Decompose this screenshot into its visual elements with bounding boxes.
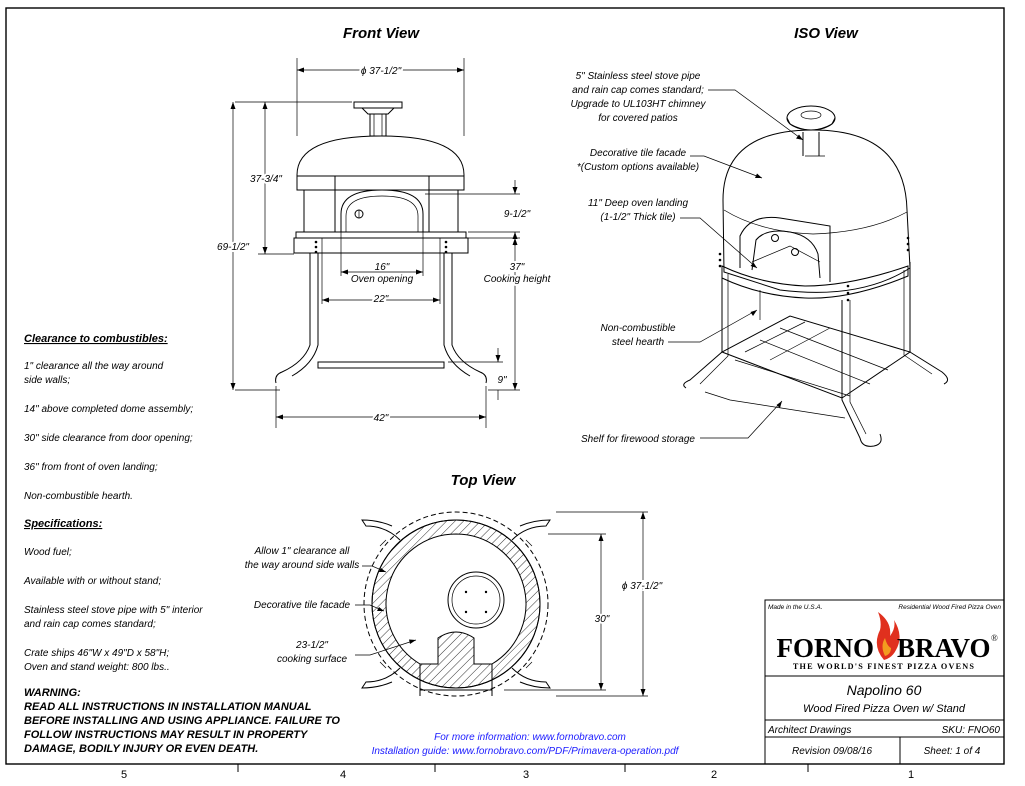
spec-item: Oven and stand weight: 800 lbs..: [24, 662, 170, 673]
warning-block: WARNING: READ ALL INSTRUCTIONS IN INSTAL…: [24, 687, 340, 755]
model-description: Wood Fired Pizza Oven w/ Stand: [803, 703, 966, 715]
front-view-drawing: [275, 101, 487, 384]
registered-mark: ®: [991, 633, 998, 643]
callout-tile-facade: *(Custom options available): [577, 162, 699, 173]
forno-bravo-logo: FORNO BRAVO ® THE WORLD'S FINEST PIZZA O…: [777, 612, 998, 671]
iso-view-callouts: 5" Stainless steel stove pipe and rain c…: [570, 71, 804, 445]
clearance-item: side walls;: [24, 375, 70, 386]
dim-top-depth: 30": [595, 614, 610, 625]
zone-label: 5: [121, 769, 127, 781]
spec-item: Crate ships 46"W x 49"D x 58"H;: [24, 648, 169, 659]
sku-label: SKU: FNO60: [942, 725, 1001, 736]
clearance-notes: Clearance to combustibles: 1" clearance …: [24, 333, 193, 502]
drawing-type: Architect Drawings: [767, 725, 851, 736]
title-block: Made in the U.S.A. Residential Wood Fire…: [764, 599, 1005, 765]
revision-label: Revision 09/08/16: [792, 746, 872, 757]
dim-total-height: 69-1/2": [217, 242, 249, 253]
zone-ticks: [237, 764, 809, 772]
top-view-callouts: Allow 1" clearance all the way around si…: [245, 511, 665, 697]
callout-shelf: Shelf for firewood storage: [581, 434, 695, 445]
warning-line: BEFORE INSTALLING AND USING APPLIANCE. F…: [24, 715, 340, 727]
made-in-label: Made in the U.S.A.: [768, 604, 823, 611]
callout-clearance: the way around side walls: [245, 560, 360, 571]
dim-dome-height: 37-3/4": [250, 174, 282, 185]
clearance-item: Non-combustible hearth.: [24, 491, 133, 502]
specifications-heading: Specifications:: [24, 518, 103, 530]
clearance-item: 1" clearance all the way around: [24, 361, 164, 372]
callout-stove-pipe: and rain cap comes standard;: [572, 85, 704, 96]
model-name: Napolino 60: [847, 682, 922, 698]
zone-label: 4: [340, 769, 346, 781]
callout-stove-pipe: for covered patios: [598, 113, 678, 124]
callout-top-facade: Decorative tile facade: [254, 600, 351, 611]
callout-clearance: Allow 1" clearance all: [254, 546, 350, 557]
spec-item: Wood fuel;: [24, 547, 72, 558]
dim-opening-width: 16": [375, 262, 390, 273]
front-view-title: Front View: [343, 25, 420, 42]
brand-tagline: THE WORLD'S FINEST PIZZA OVENS: [793, 662, 975, 671]
warning-heading: WARNING:: [24, 687, 81, 699]
clearance-item: 14" above completed dome assembly;: [24, 404, 193, 415]
install-guide-link[interactable]: Installation guide: www.fornobravo.com/P…: [372, 746, 680, 757]
callout-tile-facade: Decorative tile facade: [590, 148, 687, 159]
info-link[interactable]: For more information: www.fornobravo.com: [434, 732, 626, 743]
callout-stove-pipe: Upgrade to UL103HT chimney: [570, 99, 706, 110]
dim-top-diameter: ϕ 37-1/2": [622, 581, 663, 592]
iso-view-title: ISO View: [794, 25, 859, 42]
callout-hearth: steel hearth: [612, 337, 665, 348]
dim-opening-height: 9-1/2": [504, 209, 531, 220]
callout-hearth: Non-combustible: [600, 323, 675, 334]
callout-stove-pipe: 5" Stainless steel stove pipe: [576, 71, 701, 82]
callout-landing: 11" Deep oven landing: [588, 198, 689, 209]
callout-cooking-surface: 23-1/2": [295, 640, 328, 651]
callout-cooking-surface: cooking surface: [277, 654, 347, 665]
clearance-item: 30" side clearance from door opening;: [24, 433, 193, 444]
sheet-border: [5, 7, 1005, 765]
zone-label: 2: [711, 769, 717, 781]
warning-line: DAMAGE, BODILY INJURY OR EVEN DEATH.: [24, 743, 258, 755]
brand-bravo: BRAVO: [897, 633, 991, 663]
dim-shelf-height: 9": [497, 375, 507, 386]
zone-label: 3: [523, 769, 529, 781]
opening-label: Oven opening: [351, 274, 414, 285]
clearance-heading: Clearance to combustibles:: [24, 333, 168, 345]
specifications-notes: Specifications: Wood fuel; Available wit…: [23, 518, 203, 673]
spec-item: Stainless steel stove pipe with 5" inter…: [24, 605, 203, 616]
top-view-drawing: [361, 511, 551, 697]
flame-icon: [876, 612, 900, 660]
category-label: Residential Wood Fired Pizza Oven: [898, 604, 1001, 611]
warning-line: READ ALL INSTRUCTIONS IN INSTALLATION MA…: [24, 701, 312, 713]
warning-line: FOLLOW INSTRUCTIONS MAY RESULT IN PROPER…: [24, 729, 309, 741]
dim-landing-width: 22": [373, 294, 389, 305]
spec-item: Available with or without stand;: [23, 576, 161, 587]
cooking-height-label: Cooking height: [484, 274, 552, 285]
dim-stand-width: 42": [374, 413, 389, 424]
clearance-item: 36" from front of oven landing;: [24, 462, 158, 473]
brand-forno: FORNO: [777, 633, 875, 663]
top-view-title: Top View: [451, 472, 517, 489]
zone-label: 1: [908, 769, 914, 781]
iso-view-drawing: [683, 105, 948, 447]
front-view-dimensions: ϕ 37-1/2" 37-3/4" 69-1/2" 9-1/2" 16" Ove…: [215, 58, 554, 428]
callout-landing: (1-1/2" Thick tile): [600, 212, 675, 223]
dim-diameter: ϕ 37-1/2": [361, 66, 402, 77]
spec-item: and rain cap comes standard;: [24, 619, 156, 630]
sheet-label: Sheet: 1 of 4: [924, 746, 981, 757]
dim-cooking-height: 37": [510, 262, 525, 273]
